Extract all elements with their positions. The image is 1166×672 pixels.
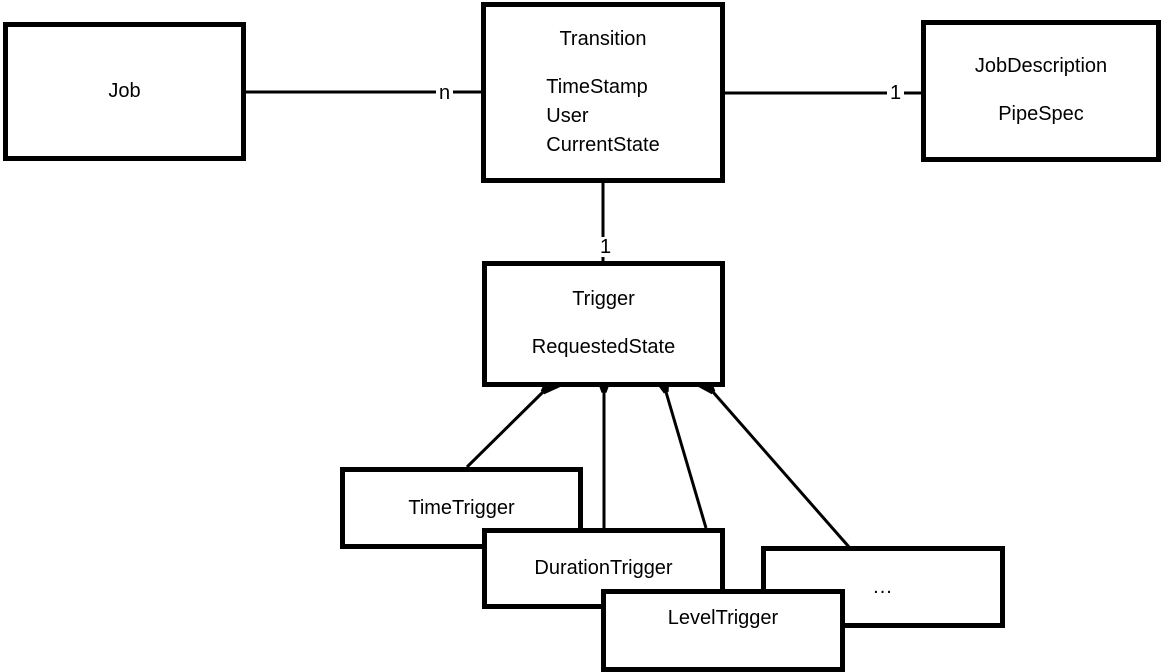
generalization-line-timetrigger <box>465 392 543 469</box>
multiplicity-label-transition-jobdescription: 1 <box>887 83 905 103</box>
multiplicity-label-transition-trigger: 1 <box>597 237 615 257</box>
generalization-line-more <box>713 392 851 548</box>
attribute-list-transition: TimeStamp User CurrentState <box>546 73 659 160</box>
class-box-more-body: ... <box>766 551 1000 623</box>
class-box-trigger[interactable]: Trigger RequestedState <box>482 261 725 387</box>
class-box-transition-body: Transition TimeStamp User CurrentState <box>486 7 720 178</box>
attribute-item: CurrentState <box>546 133 660 156</box>
attribute-item: RequestedState <box>531 336 676 358</box>
class-name-more: ... <box>873 575 893 598</box>
attribute-list-trigger: RequestedState <box>532 333 675 362</box>
class-box-leveltrigger[interactable]: LevelTrigger <box>601 589 845 672</box>
class-name-job: Job <box>108 80 141 102</box>
class-name-jobdescription: JobDescription <box>974 55 1108 77</box>
class-name-durationtrigger: DurationTrigger <box>534 557 673 579</box>
class-box-durationtrigger-body: DurationTrigger <box>487 533 720 604</box>
multiplicity-label-job-transition: n <box>436 83 454 103</box>
class-name-trigger: Trigger <box>572 288 635 310</box>
class-box-job[interactable]: Job <box>3 22 246 161</box>
class-name-timetrigger: TimeTrigger <box>408 496 515 519</box>
class-box-job-body: Job <box>8 27 241 156</box>
class-box-trigger-body: Trigger RequestedState <box>487 266 720 382</box>
attribute-item: User <box>546 104 589 127</box>
class-name-transition: Transition <box>559 27 647 50</box>
attribute-list-jobdescription: PipeSpec <box>998 100 1084 129</box>
attribute-item: PipeSpec <box>998 103 1084 125</box>
class-box-jobdescription[interactable]: JobDescription PipeSpec <box>921 20 1161 162</box>
class-box-more[interactable]: ... <box>761 546 1005 628</box>
class-name-leveltrigger: LevelTrigger <box>667 607 779 629</box>
attribute-item: TimeStamp <box>546 75 648 98</box>
class-box-timetrigger-body: TimeTrigger <box>345 472 578 544</box>
class-box-transition[interactable]: Transition TimeStamp User CurrentState <box>481 2 725 183</box>
generalization-line-leveltrigger <box>666 392 708 529</box>
class-box-jobdescription-body: JobDescription PipeSpec <box>926 25 1156 157</box>
class-box-leveltrigger-body: LevelTrigger <box>606 594 840 667</box>
